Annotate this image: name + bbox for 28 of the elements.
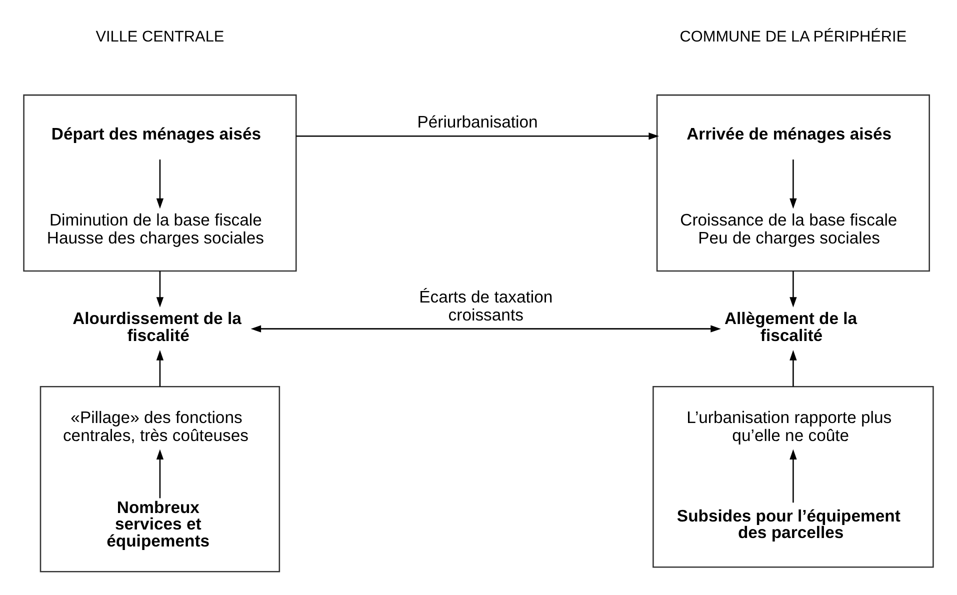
- arrow: [790, 350, 797, 386]
- arrow: [156, 350, 164, 386]
- cluster: [23, 94, 297, 272]
- cluster: [652, 385, 934, 568]
- arrow: [156, 270, 164, 307]
- node-text: Allègement de la fiscalité: [724, 308, 858, 344]
- label: COMMUNE DE LA PÉRIPHÉRIE: [680, 28, 907, 45]
- cluster: [656, 94, 930, 272]
- edge-label: Écarts de taxation croissants: [419, 286, 553, 324]
- node-text: Croissance de la base fiscale Peu de charges sociales: [680, 210, 898, 247]
- node-text: Nombreux services et équipements: [106, 498, 210, 550]
- arrow: [250, 324, 721, 332]
- arrow: [790, 448, 797, 502]
- node-text: «Pillage» des fonctions centrales, très coûteuses: [62, 408, 248, 445]
- node-text: Départ des ménages aisés: [51, 124, 262, 143]
- arrow: [790, 159, 797, 208]
- cluster: [40, 385, 280, 572]
- node-text: Alourdissement de la fiscalité: [72, 308, 242, 344]
- node-text: L’urbanisation rapporte plus qu’elle ne coûte: [686, 408, 892, 445]
- arrow: [156, 448, 164, 498]
- edge-label: Périurbanisation: [417, 112, 538, 132]
- arrow: [156, 159, 164, 208]
- arrow: [296, 132, 659, 140]
- node-text: Subsides pour l’équipement des parcelles: [676, 506, 900, 542]
- node-text: Diminution de la base fiscale Hausse des charges sociales: [46, 210, 264, 247]
- arrow: [790, 270, 797, 307]
- label: VILLE CENTRALE: [96, 28, 224, 45]
- node-text: Arrivée de ménages aisés: [686, 124, 892, 143]
